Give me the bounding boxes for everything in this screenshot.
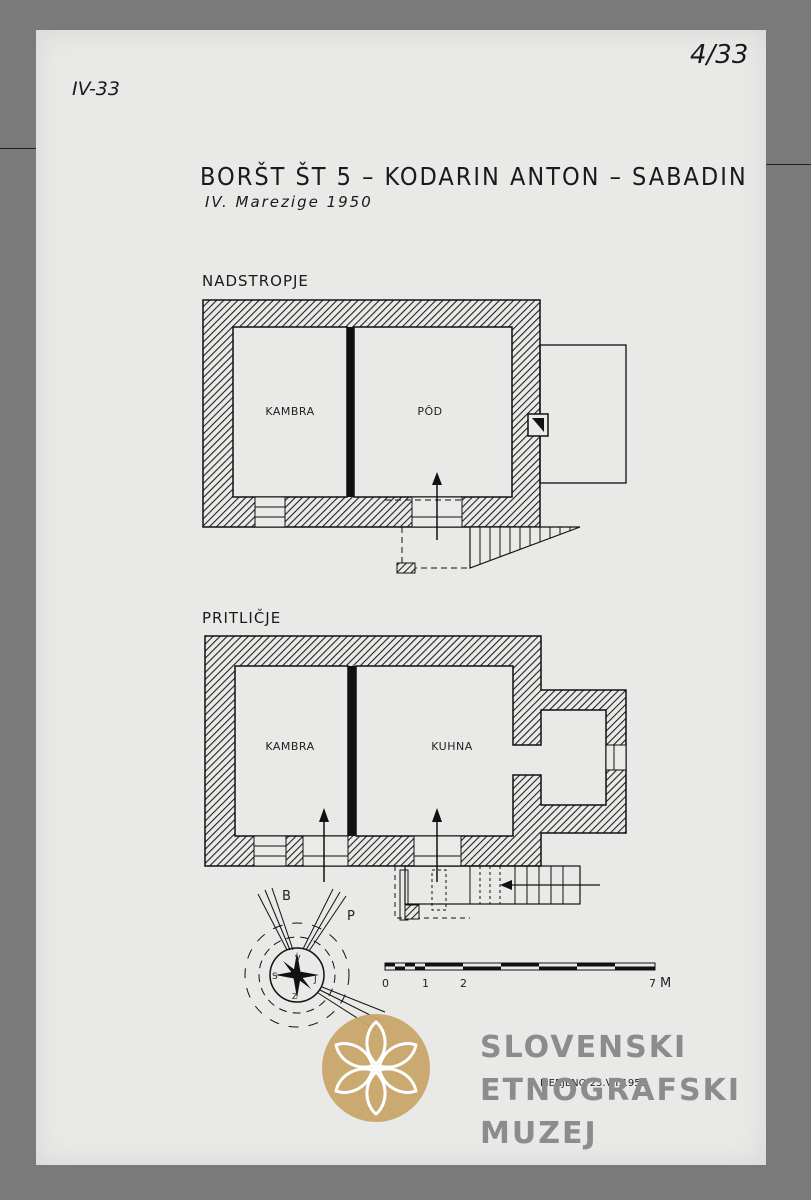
ground-left-window [253,835,287,867]
scale-tick-7: 7 [649,977,656,990]
compass-label-b: B [282,889,291,904]
upper-outer-walls [202,299,541,528]
scale-unit: M [660,976,671,991]
compass-label-s: S [272,972,278,982]
museum-name-line2: ETNOGRAFSKI [480,1073,742,1108]
upper-left-window [254,496,286,528]
upper-stair [469,526,581,569]
ground-room-right-label: KUHNA [431,740,473,753]
upper-floor-plan: KAMBRA PÔD [202,299,627,574]
scale-bar: 0 1 2 7 M [382,962,671,991]
scale-tick-0: 0 [382,977,389,990]
ground-floor-plan: KAMBRA KUHNA [204,635,627,921]
museum-logo [322,1014,430,1122]
inventory-number-left: IV-33 [72,78,120,100]
compass-rose: B P S J V Z [244,887,386,1031]
museum-name-line3: MUZEJ [480,1116,598,1151]
sheet-subtitle: IV. Marezige 1950 [205,193,373,211]
compass-label-j: J [313,975,317,985]
ground-room-left-label: KAMBRA [265,740,314,753]
paper-sheet [36,30,766,1165]
upper-room-right-label: PÔD [417,405,442,418]
floor-heading-ground: PRITLIČJE [202,609,282,627]
compass-label-z: Z [292,992,298,1001]
upper-annex [539,344,627,484]
inventory-number-right: 4/33 [690,40,749,70]
sheet-title: BORŠT ŠT 5 – KODARIN ANTON – SABADIN [200,162,748,191]
scale-tick-1: 1 [422,977,429,990]
compass-label-v: V [295,954,301,963]
upper-partition-wall [347,327,354,497]
right-edge-line [766,164,811,165]
upper-room-left-label: KAMBRA [265,405,314,418]
ground-left-door [302,835,349,867]
museum-name-line1: SLOVENSKI [480,1030,688,1065]
floor-heading-upper: NADSTROPJE [202,272,309,290]
footer-measured-note: MERJENO 25.VII.1950 [540,1078,647,1089]
ground-partition-wall [348,666,356,836]
left-edge-line [0,148,36,149]
compass-label-p: P [347,909,355,924]
scale-tick-2: 2 [460,977,467,990]
